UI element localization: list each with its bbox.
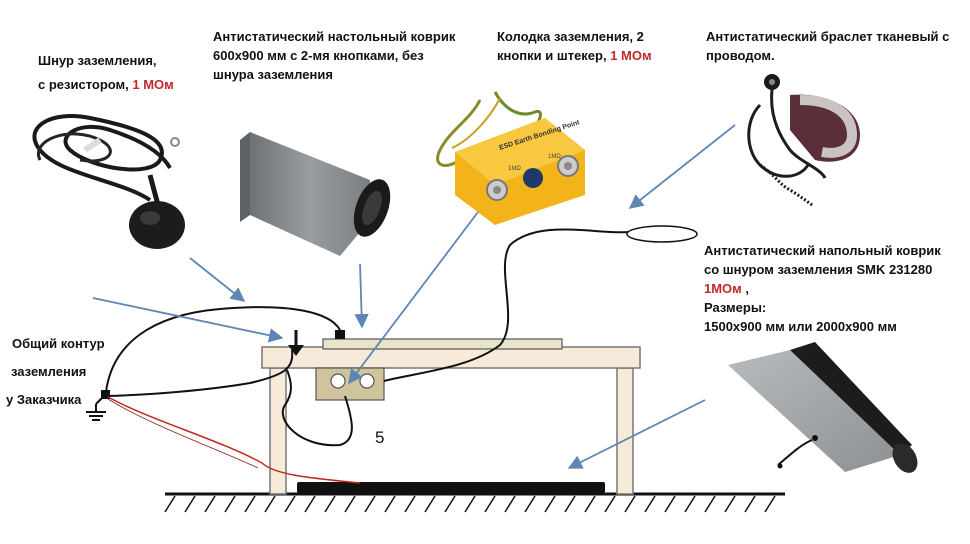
wire-floor-mat: [107, 396, 361, 484]
arrow-ground-block: [348, 211, 479, 385]
table-mat-roll-image: [240, 132, 391, 256]
label-floor-mat-line5: 1500х900 мм или 2000х900 мм: [704, 319, 897, 334]
label-grounding-cord-line2: с резистором, 1 МОм: [38, 77, 174, 92]
label-table-mat-line1: Антистатический настольный коврик: [213, 29, 456, 44]
number-label: 5: [375, 428, 384, 447]
label-wrist-strap-line2: проводом.: [706, 48, 775, 63]
wrist-strap-image: [747, 74, 860, 207]
wire-tabletop-ground: [105, 349, 294, 397]
label-floor-mat-line1: Антистатический напольный коврик: [704, 243, 941, 258]
label-grounding-cord: Шнур заземления, с резистором, 1 МОм: [38, 49, 174, 97]
resistor-tag-2: 1MΩ: [548, 154, 561, 160]
wire-block-to-wrist: [383, 228, 629, 382]
ground-block-resistance-value: 1 МОм: [610, 48, 652, 63]
arrow-wrist-strap: [628, 124, 736, 209]
floor-hatching: [164, 495, 776, 513]
table-mat: [322, 338, 563, 350]
label-floor-mat-line2: со шнуром заземления SMK 231280: [704, 262, 933, 277]
label-table-mat-line3: шнура заземления: [213, 67, 333, 82]
label-table-mat-line2: 600х900 мм с 2-мя кнопками, без: [213, 48, 424, 63]
mat-snap-button: [335, 330, 345, 339]
label-ground-block-line2: кнопки и штекер, 1 МОм: [497, 48, 652, 63]
tabletop: [261, 346, 641, 369]
arrow-floor-mat: [567, 399, 706, 469]
label-table-mat: Антистатический настольный коврик 600х90…: [213, 27, 455, 84]
label-ground-loop-line2: заземления: [11, 364, 87, 379]
floor-mat-image: [728, 342, 918, 473]
label-floor-mat-line3: 1МОм ,: [704, 281, 750, 296]
grounding-cord-image: [32, 114, 185, 249]
label-grounding-cord-line1: Шнур заземления,: [38, 53, 157, 68]
label-ground-block-line1: Колодка заземления, 2: [497, 29, 644, 44]
ground-terminal: [101, 390, 110, 399]
label-ground-loop-line3: у Заказчика: [6, 392, 82, 407]
resistor-tag-1: 1MΩ: [508, 166, 521, 172]
label-wrist-strap-line1: Антистатический браслет тканевый с: [706, 29, 950, 44]
floor-mat: [297, 482, 605, 493]
ground-block-image: ESD Earth Bonding Point 1MΩ 1MΩ: [436, 91, 585, 225]
workbench-scene: 5: [86, 124, 785, 513]
table-leg-right: [616, 367, 634, 495]
label-ground-block: Колодка заземления, 2 кнопки и штекер, 1…: [497, 27, 652, 65]
label-floor-mat: Антистатический напольный коврик со шнур…: [704, 241, 941, 336]
black-arrow: [288, 330, 304, 356]
label-ground-loop-line1: Общий контур: [12, 336, 105, 351]
table-leg-left: [269, 367, 287, 495]
wire-floor-mat-shadow: [107, 398, 259, 469]
arrow-ground-loop: [92, 297, 284, 343]
cord-resistance-value: 1 МОм: [132, 77, 174, 92]
wire-block-down: [282, 369, 353, 447]
label-floor-mat-line4: Размеры:: [704, 300, 767, 315]
ground-block-socket-right: [359, 373, 375, 389]
label-ground-loop: Общий контур заземления у Заказчика: [6, 330, 105, 414]
wrist-strap-loop: [626, 225, 698, 243]
wire-mat-to-ground: [105, 306, 341, 393]
ground-block-socket-left: [330, 373, 346, 389]
arrow-cord: [189, 257, 246, 302]
arrow-table-mat: [354, 263, 369, 329]
label-wrist-strap: Антистатический браслет тканевый с прово…: [706, 27, 949, 65]
floor-mat-resistance-value: 1МОм: [704, 281, 742, 296]
